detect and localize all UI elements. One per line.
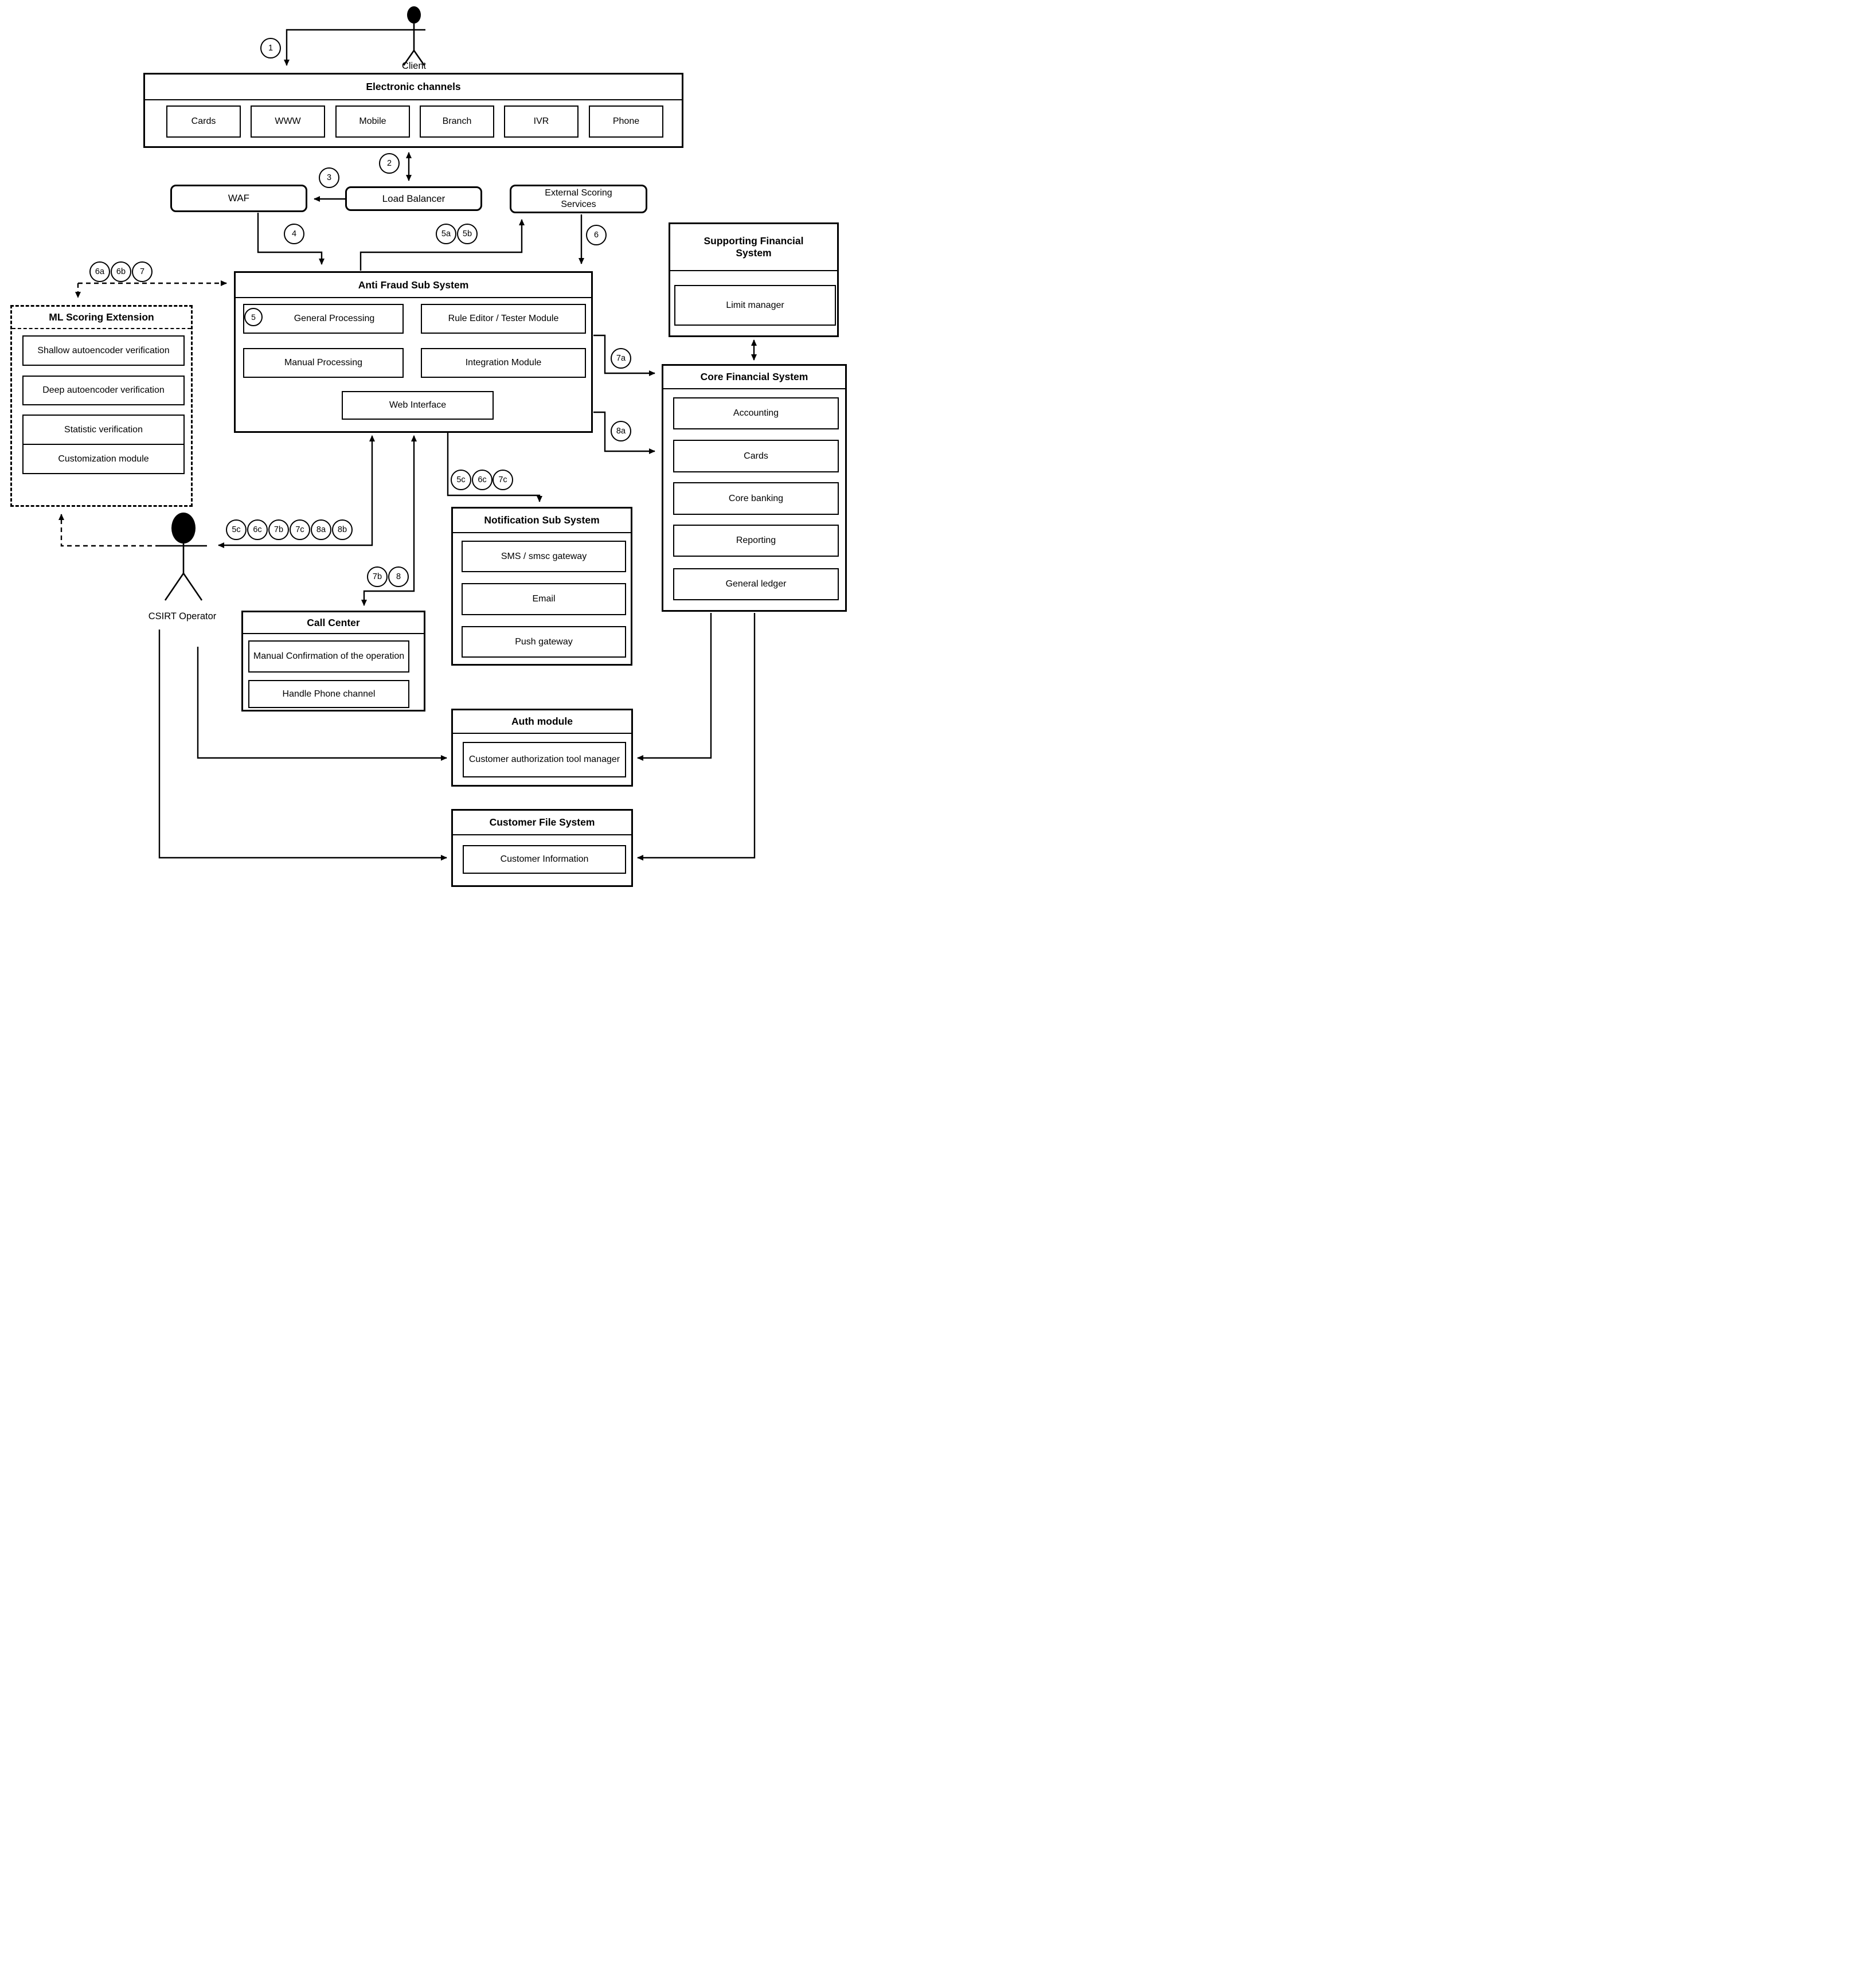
- channel-phone: Phone: [589, 105, 663, 138]
- step-badge-3: 3: [319, 167, 339, 188]
- step-badge-4: 4: [284, 224, 304, 244]
- step-badge-7c-op: 7c: [290, 519, 310, 540]
- electronic-channels-title: Electronic channels: [145, 75, 682, 100]
- client-label: Client: [401, 61, 427, 71]
- channel-mobile: Mobile: [335, 105, 410, 138]
- notification-title: Notification Sub System: [453, 509, 631, 533]
- notification-box: Notification Sub System SMS / smsc gatew…: [451, 507, 632, 666]
- ml-customization-module: Customization module: [22, 445, 185, 474]
- callcenter-manual-confirmation: Manual Confirmation of the operation: [248, 640, 409, 673]
- auth-customer-authorization: Customer authorization tool manager: [463, 742, 626, 777]
- module-general-processing-label: General Processing: [294, 314, 375, 323]
- customer-file-title: Customer File System: [453, 811, 631, 835]
- channel-www: WWW: [251, 105, 325, 138]
- supporting-financial-box: Supporting Financial System Limit manage…: [669, 222, 839, 337]
- step-badge-6c-notif: 6c: [472, 470, 493, 490]
- call-center-title: Call Center: [243, 612, 424, 634]
- diagram-canvas: Client CSIRT Operator Electronic channel…: [0, 0, 849, 894]
- flow-antifraud-callcenter: [361, 435, 417, 606]
- step-badge-5a: 5a: [436, 224, 456, 244]
- csirt-operator-label: CSIRT Operator: [148, 611, 217, 621]
- channel-branch: Branch: [420, 105, 494, 138]
- load-balancer-box: Load Balancer: [345, 186, 482, 211]
- step-badge-5: 5: [244, 308, 263, 326]
- flow-operator-to-customerfile: [158, 630, 447, 861]
- core-reporting: Reporting: [673, 525, 839, 557]
- module-general-processing: General Processing: [243, 304, 404, 334]
- core-banking: Core banking: [673, 482, 839, 515]
- step-badge-7c-notif: 7c: [493, 470, 513, 490]
- step-badge-5c-notif: 5c: [451, 470, 471, 490]
- flow-5ab-antifraud-to-externalscoring: [359, 219, 525, 271]
- waf-box: WAF: [170, 185, 307, 212]
- step-badge-8a-op: 8a: [311, 519, 331, 540]
- callcenter-handle-phone: Handle Phone channel: [248, 680, 409, 708]
- ml-scoring-box: ML Scoring Extension Shallow autoencoder…: [10, 305, 193, 507]
- flow-7a-antifraud-to-core: [593, 334, 655, 376]
- ml-scoring-title: ML Scoring Extension: [12, 307, 191, 329]
- step-badge-6b: 6b: [111, 261, 131, 282]
- core-accounting: Accounting: [673, 397, 839, 429]
- flow-core-to-auth: [637, 613, 712, 761]
- flow-operator-to-mlscoring: [58, 514, 160, 547]
- step-badge-1: 1: [260, 38, 281, 58]
- step-badge-7: 7: [132, 261, 153, 282]
- anti-fraud-title: Anti Fraud Sub System: [236, 273, 591, 298]
- channel-cards: Cards: [166, 105, 241, 138]
- channel-ivr: IVR: [504, 105, 579, 138]
- step-badge-8-cc: 8: [388, 566, 409, 587]
- module-integration: Integration Module: [421, 348, 586, 378]
- ml-shallow-autoencoder: Shallow autoencoder verification: [22, 335, 185, 366]
- step-badge-6: 6: [586, 225, 607, 245]
- anti-fraud-box: Anti Fraud Sub System General Processing…: [234, 271, 593, 433]
- module-web-interface: Web Interface: [342, 391, 494, 420]
- step-badge-5b: 5b: [457, 224, 478, 244]
- step-badge-5c-op: 5c: [226, 519, 247, 540]
- flow-core-to-customerfile: [637, 613, 756, 861]
- customer-information: Customer Information: [463, 845, 626, 874]
- call-center-box: Call Center Manual Confirmation of the o…: [241, 611, 425, 712]
- core-financial-title: Core Financial System: [663, 366, 845, 389]
- module-manual-processing: Manual Processing: [243, 348, 404, 378]
- module-rule-editor: Rule Editor / Tester Module: [421, 304, 586, 334]
- notification-email: Email: [462, 583, 626, 615]
- step-badge-7b-cc: 7b: [367, 566, 388, 587]
- flow-8a-antifraud-to-core: [593, 411, 655, 454]
- external-scoring-box: External Scoring Services: [510, 185, 647, 213]
- auth-module-title: Auth module: [453, 710, 631, 734]
- customer-file-box: Customer File System Customer Informatio…: [451, 809, 633, 887]
- csirt-operator-figure: [160, 513, 207, 601]
- client-figure: [402, 6, 425, 66]
- core-general-ledger: General ledger: [673, 568, 839, 600]
- step-badge-6a: 6a: [89, 261, 110, 282]
- supporting-financial-title: Supporting Financial System: [670, 224, 837, 271]
- ml-statistic-verification: Statistic verification: [22, 415, 185, 445]
- step-badge-2: 2: [379, 153, 400, 174]
- limit-manager: Limit manager: [674, 285, 836, 326]
- step-badge-8a-core: 8a: [611, 421, 631, 441]
- auth-module-box: Auth module Customer authorization tool …: [451, 709, 633, 787]
- step-badge-8b-op: 8b: [332, 519, 353, 540]
- notification-sms: SMS / smsc gateway: [462, 541, 626, 572]
- connector-layer: [58, 6, 757, 861]
- step-badge-7a: 7a: [611, 348, 631, 369]
- core-cards: Cards: [673, 440, 839, 472]
- step-badge-6c-op: 6c: [247, 519, 268, 540]
- ml-deep-autoencoder: Deep autoencoder verification: [22, 376, 185, 405]
- step-badge-7b-op: 7b: [268, 519, 289, 540]
- core-financial-box: Core Financial System Accounting Cards C…: [662, 364, 847, 612]
- flow-operator-to-auth: [197, 647, 447, 761]
- electronic-channels-box: Electronic channels Cards WWW Mobile Bra…: [143, 73, 683, 148]
- flow-webinterface-to-notification: [447, 419, 542, 502]
- flow-1-client-to-channels: [284, 29, 402, 66]
- notification-push: Push gateway: [462, 626, 626, 658]
- flow-4-waf-to-antifraud: [257, 213, 325, 265]
